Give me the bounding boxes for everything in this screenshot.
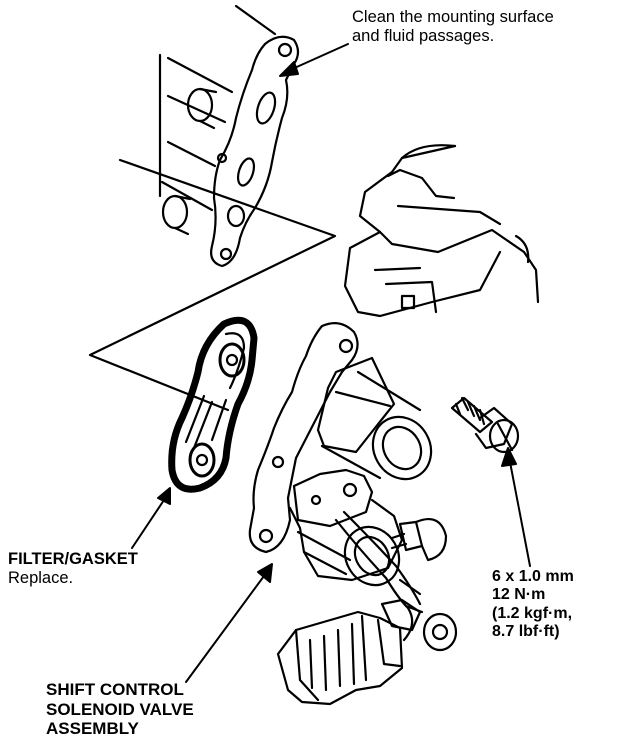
bolt-size: 6 x 1.0 mm — [492, 568, 574, 585]
solenoid-valve-assembly — [248, 321, 458, 706]
arrow-mounting-surface — [279, 43, 349, 77]
filter-gasket-part — [168, 316, 258, 493]
transmission-housing — [88, 4, 337, 412]
callout-bolt-spec: 6 x 1.0 mm 12 N·m (1.2 kgf·m, 8.7 lbf·ft… — [492, 568, 574, 642]
arrow-filter-gasket — [131, 487, 171, 549]
solenoid-label-line2: SOLENOID VALVE — [46, 699, 194, 719]
mounting-bolt — [450, 396, 520, 454]
bolt-torque-kgfm: (1.2 kgf·m, — [492, 604, 573, 622]
solenoid-label-line3: ASSEMBLY — [46, 719, 139, 739]
callout-filter-gasket: FILTER/GASKET Replace. — [8, 550, 138, 588]
arrow-bolt — [501, 447, 531, 567]
leader-arrows — [131, 43, 531, 683]
callout-mounting-surface-line1: Clean the mounting surface — [352, 8, 554, 26]
callout-mounting-surface-line2: and fluid passages. — [352, 26, 495, 45]
callout-filter-gasket-title: FILTER/GASKET — [8, 550, 138, 568]
valve-body — [343, 144, 540, 318]
callout-solenoid-assembly: SHIFT CONTROL SOLENOID VALVE ASSEMBLY — [46, 680, 194, 739]
bolt-torque-lbfft: 8.7 lbf·ft) — [492, 623, 560, 641]
mounting-surface-outline — [210, 35, 300, 268]
callout-mounting-surface: Clean the mounting surface and fluid pas… — [352, 8, 554, 46]
solenoid-label-line1: SHIFT CONTROL — [46, 680, 184, 699]
bolt-torque-nm: 12 N·m — [492, 586, 546, 604]
callout-filter-gasket-note: Replace. — [8, 568, 74, 587]
arrow-solenoid — [185, 563, 273, 683]
